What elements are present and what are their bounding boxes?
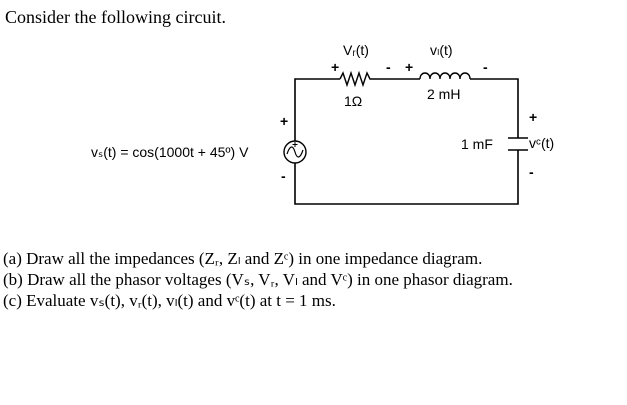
- resistor-plus-sign: +: [331, 59, 339, 75]
- resistor-voltage-label: Vᵣ(t): [343, 42, 369, 58]
- ac-source-symbol: [283, 140, 307, 164]
- circuit-wires: [294, 78, 519, 205]
- resistor-symbol: [339, 70, 372, 88]
- source-minus-sign: -: [281, 168, 286, 184]
- inductor-value: 2 mH: [427, 86, 460, 102]
- resistor-minus-sign: -: [386, 59, 391, 75]
- capacitor-symbol: [508, 137, 528, 151]
- question-c: (c) Evaluate vₛ(t), vᵣ(t), vₗ(t) and vᶜ(…: [3, 291, 336, 310]
- inductor-voltage-label: vₗ(t): [430, 42, 453, 58]
- question-list: (a) Draw all the impedances (Zᵣ, Zₗ and …: [3, 248, 513, 311]
- inductor-symbol: [419, 72, 471, 80]
- capacitor-voltage-label: vᶜ(t): [529, 135, 554, 151]
- capacitor-value: 1 mF: [461, 136, 493, 152]
- resistor-value: 1Ω: [344, 93, 362, 109]
- question-a: (a) Draw all the impedances (Zᵣ, Zₗ and …: [3, 249, 483, 268]
- inductor-minus-sign: -: [483, 59, 488, 75]
- inductor-plus-sign: +: [405, 59, 413, 75]
- source-plus-sign: +: [280, 113, 288, 129]
- question-b: (b) Draw all the phasor voltages (Vₛ, Vᵣ…: [3, 270, 513, 289]
- source-voltage-label: vₛ(t) = cos(1000t + 45º) V: [91, 144, 249, 160]
- capacitor-minus-sign: -: [529, 164, 534, 180]
- capacitor-plus-sign: +: [529, 109, 537, 125]
- intro-text: Consider the following circuit.: [5, 7, 226, 27]
